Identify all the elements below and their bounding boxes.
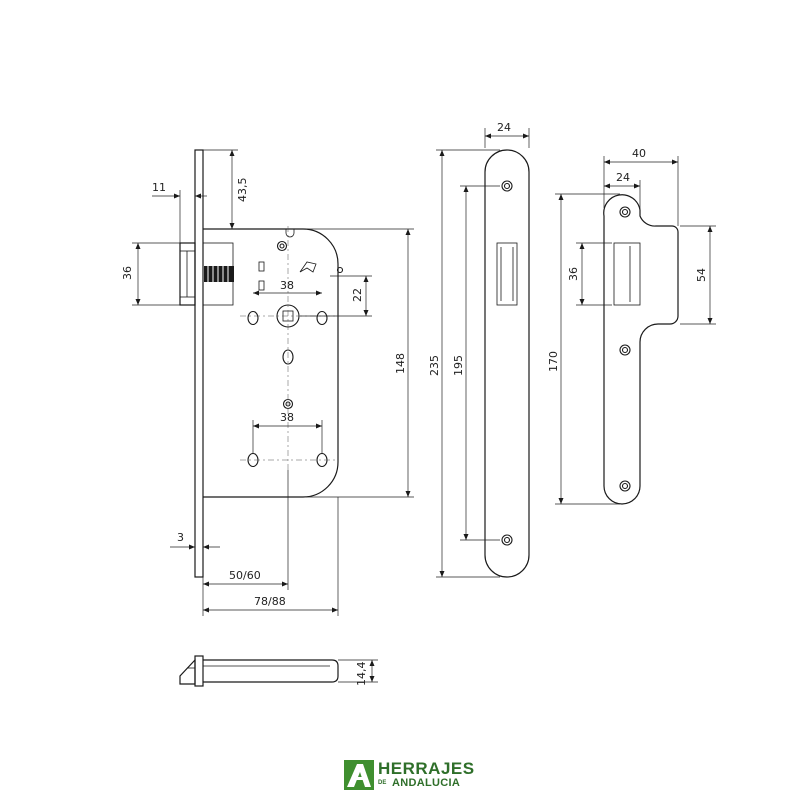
logo-mark-icon [344,760,374,790]
dim-spindle-spacing-lower: 38 [280,411,294,424]
logo-name: HERRAJES [378,759,475,778]
strike-opening [613,242,641,306]
dim-faceplate-length: 235 [428,355,441,376]
faceplate-dimensions: 24 235 195 [428,121,530,578]
dim-strike-length: 170 [547,351,560,372]
logo-prefix: DE [378,780,387,786]
dim-faceplate-top-offset: 43,5 [236,178,249,203]
dim-latch-thickness: 14,4 [355,662,368,687]
dim-case-height: 148 [394,353,407,374]
latch-side-view [179,655,339,687]
faceplate-view [484,149,530,578]
dim-body-depth: 78/88 [254,595,286,608]
logo-region: ANDALUCIA [392,777,461,789]
strike-plate-dimensions: 40 24 54 36 170 [547,147,716,505]
dim-spindle-spacing-upper: 38 [280,279,294,292]
dim-strike-lip-height: 54 [695,268,708,282]
dim-strike-width: 40 [632,147,646,160]
latch-side-dimensions: 14,4 [338,659,378,687]
faceplate-latch-slot [496,242,518,306]
lock-case [203,228,339,498]
dim-handle-to-key-center: 22 [351,288,364,302]
dim-strike-opening: 36 [567,267,580,281]
dim-strike-inner-width: 24 [616,171,630,184]
strike-plate-view [603,194,679,505]
dim-faceplate-thickness: 3 [177,531,184,544]
latch-bevel [179,658,196,685]
latch-spring [204,266,234,282]
dim-latch-height: 36 [121,266,134,280]
dim-faceplate-width: 24 [497,121,511,134]
dim-backset: 50/60 [229,569,261,582]
lock-body-dimensions: 11 43,5 36 38 22 38 [121,149,414,616]
lock-faceplate [194,149,204,578]
strike-plate-outline [603,194,679,505]
dim-screw-centers: 195 [452,355,465,376]
brand-logo: HERRAJES DE ANDALUCIA [344,758,474,794]
faceplate-outline [484,149,530,578]
dim-latch-projection: 11 [152,181,166,194]
latch-bolt [179,242,196,306]
lock-body-view [179,149,344,578]
